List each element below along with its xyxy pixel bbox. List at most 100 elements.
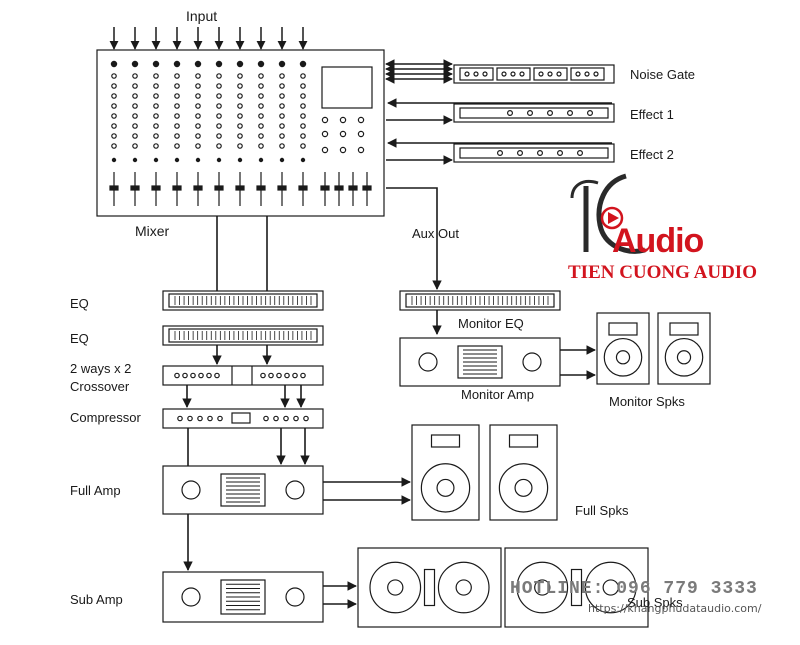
channel-knob — [258, 113, 264, 119]
mixer-body — [96, 49, 385, 217]
master-fader-cap — [362, 185, 372, 191]
channel-knob — [216, 143, 222, 149]
noise-gate-knob — [464, 71, 470, 77]
channel-knob — [132, 83, 138, 89]
sub-speaker-right — [504, 547, 649, 628]
channel-knob — [111, 143, 117, 149]
eq1-unit-panel — [168, 293, 318, 308]
eq1-unit — [162, 290, 324, 311]
full-amp-knob — [285, 480, 305, 500]
effect2-knob — [556, 150, 563, 157]
channel-knob — [300, 83, 306, 89]
noise-gate-knob — [538, 71, 544, 77]
monitor-speaker-right-woofer-cap — [676, 350, 692, 365]
channel-led — [153, 157, 159, 163]
fader-cap — [298, 185, 308, 191]
channel-knob — [300, 103, 306, 109]
effect1-knob — [586, 109, 593, 116]
channel-knob — [279, 123, 285, 129]
noise-gate-unit — [453, 64, 615, 84]
channel-knob — [300, 143, 306, 149]
sub-speaker-left-port — [423, 568, 436, 607]
eq2-unit-panel — [168, 328, 318, 343]
channel-knob — [216, 123, 222, 129]
fader-cap — [130, 185, 140, 191]
compressor-unit — [162, 408, 324, 429]
channel-knob — [195, 103, 201, 109]
compressor-knob — [303, 415, 309, 422]
monitor-speaker-left — [596, 312, 650, 385]
monitor-speaker-right-woofer — [664, 337, 704, 377]
input-arrows — [109, 27, 308, 50]
full-speaker-left — [411, 424, 480, 521]
channel-knob — [174, 93, 180, 99]
tc-play-logo-icon — [570, 173, 646, 254]
eq2-unit — [162, 325, 324, 346]
noise-gate-knob — [584, 71, 590, 77]
effect2-knob — [576, 150, 583, 157]
monitor-amp-knob — [522, 352, 542, 372]
channel-led — [111, 157, 117, 163]
full-speaker-right-woofer-cap — [514, 478, 533, 497]
channel-knob — [216, 113, 222, 119]
channel-knob — [216, 73, 222, 79]
full-speaker-left-woofer — [420, 463, 471, 513]
sub-amp-knob — [285, 587, 305, 607]
channel-knob — [258, 133, 264, 139]
channel-gain-knob — [257, 60, 265, 68]
channel-knob — [153, 103, 159, 109]
channel-knob — [195, 73, 201, 79]
master-knob — [321, 130, 329, 138]
channel-knob — [279, 103, 285, 109]
channel-knob — [195, 143, 201, 149]
channel-knob — [237, 93, 243, 99]
full-amp-knob — [181, 480, 201, 500]
full-speaker-right — [489, 424, 558, 521]
compressor-label: Compressor — [70, 410, 141, 425]
channel-knob — [237, 113, 243, 119]
channel-knob — [132, 93, 138, 99]
crossover-knob — [284, 372, 290, 379]
crossover-knob — [214, 372, 220, 379]
channel-gain-knob — [110, 60, 118, 68]
monitor-eq-label: Monitor EQ — [458, 316, 524, 331]
channel-knob — [279, 133, 285, 139]
channel-knob — [258, 123, 264, 129]
input-label: Input — [186, 8, 218, 24]
master-knob — [357, 146, 365, 154]
monitor-amp-vent — [457, 345, 503, 379]
eq2-label: EQ — [70, 331, 89, 346]
master-knob — [357, 116, 365, 124]
channel-knob — [132, 73, 138, 79]
website-link[interactable]: https://khangphudataudio.com/ — [588, 602, 762, 615]
crossover-knob — [276, 372, 282, 379]
master-fader-cap — [348, 185, 358, 191]
noise-gate-channel — [459, 67, 494, 81]
crossover-knob — [268, 372, 274, 379]
channel-gain-knob — [299, 60, 307, 68]
crossover-knob — [260, 372, 266, 379]
master-fader-cap — [320, 185, 330, 191]
amplifiers — [162, 337, 561, 623]
channel-knob — [153, 143, 159, 149]
effect2-label: Effect 2 — [630, 147, 674, 162]
channel-knob — [300, 113, 306, 119]
sub-speaker-left — [357, 547, 502, 628]
channel-knob — [153, 113, 159, 119]
monitor-spks-label: Monitor Spks — [609, 394, 685, 409]
logo-swoosh — [570, 180, 599, 199]
effect2-unit — [453, 143, 615, 163]
crossover-knob — [300, 372, 306, 379]
eq1-label: EQ — [70, 296, 89, 311]
sub-speaker-right-woofer-cap — [534, 579, 551, 596]
noise-gate-knob — [510, 71, 516, 77]
aux-out-label: Aux Out — [412, 226, 459, 241]
master-knob — [339, 130, 347, 138]
channel-knob — [258, 83, 264, 89]
channel-gain-knob — [152, 60, 160, 68]
fader-cap — [277, 185, 287, 191]
master-knob — [321, 116, 329, 124]
hotline-watermark: HOTLINE: 096 779 3333 — [510, 579, 758, 599]
channel-knob — [300, 73, 306, 79]
channel-knob — [279, 143, 285, 149]
